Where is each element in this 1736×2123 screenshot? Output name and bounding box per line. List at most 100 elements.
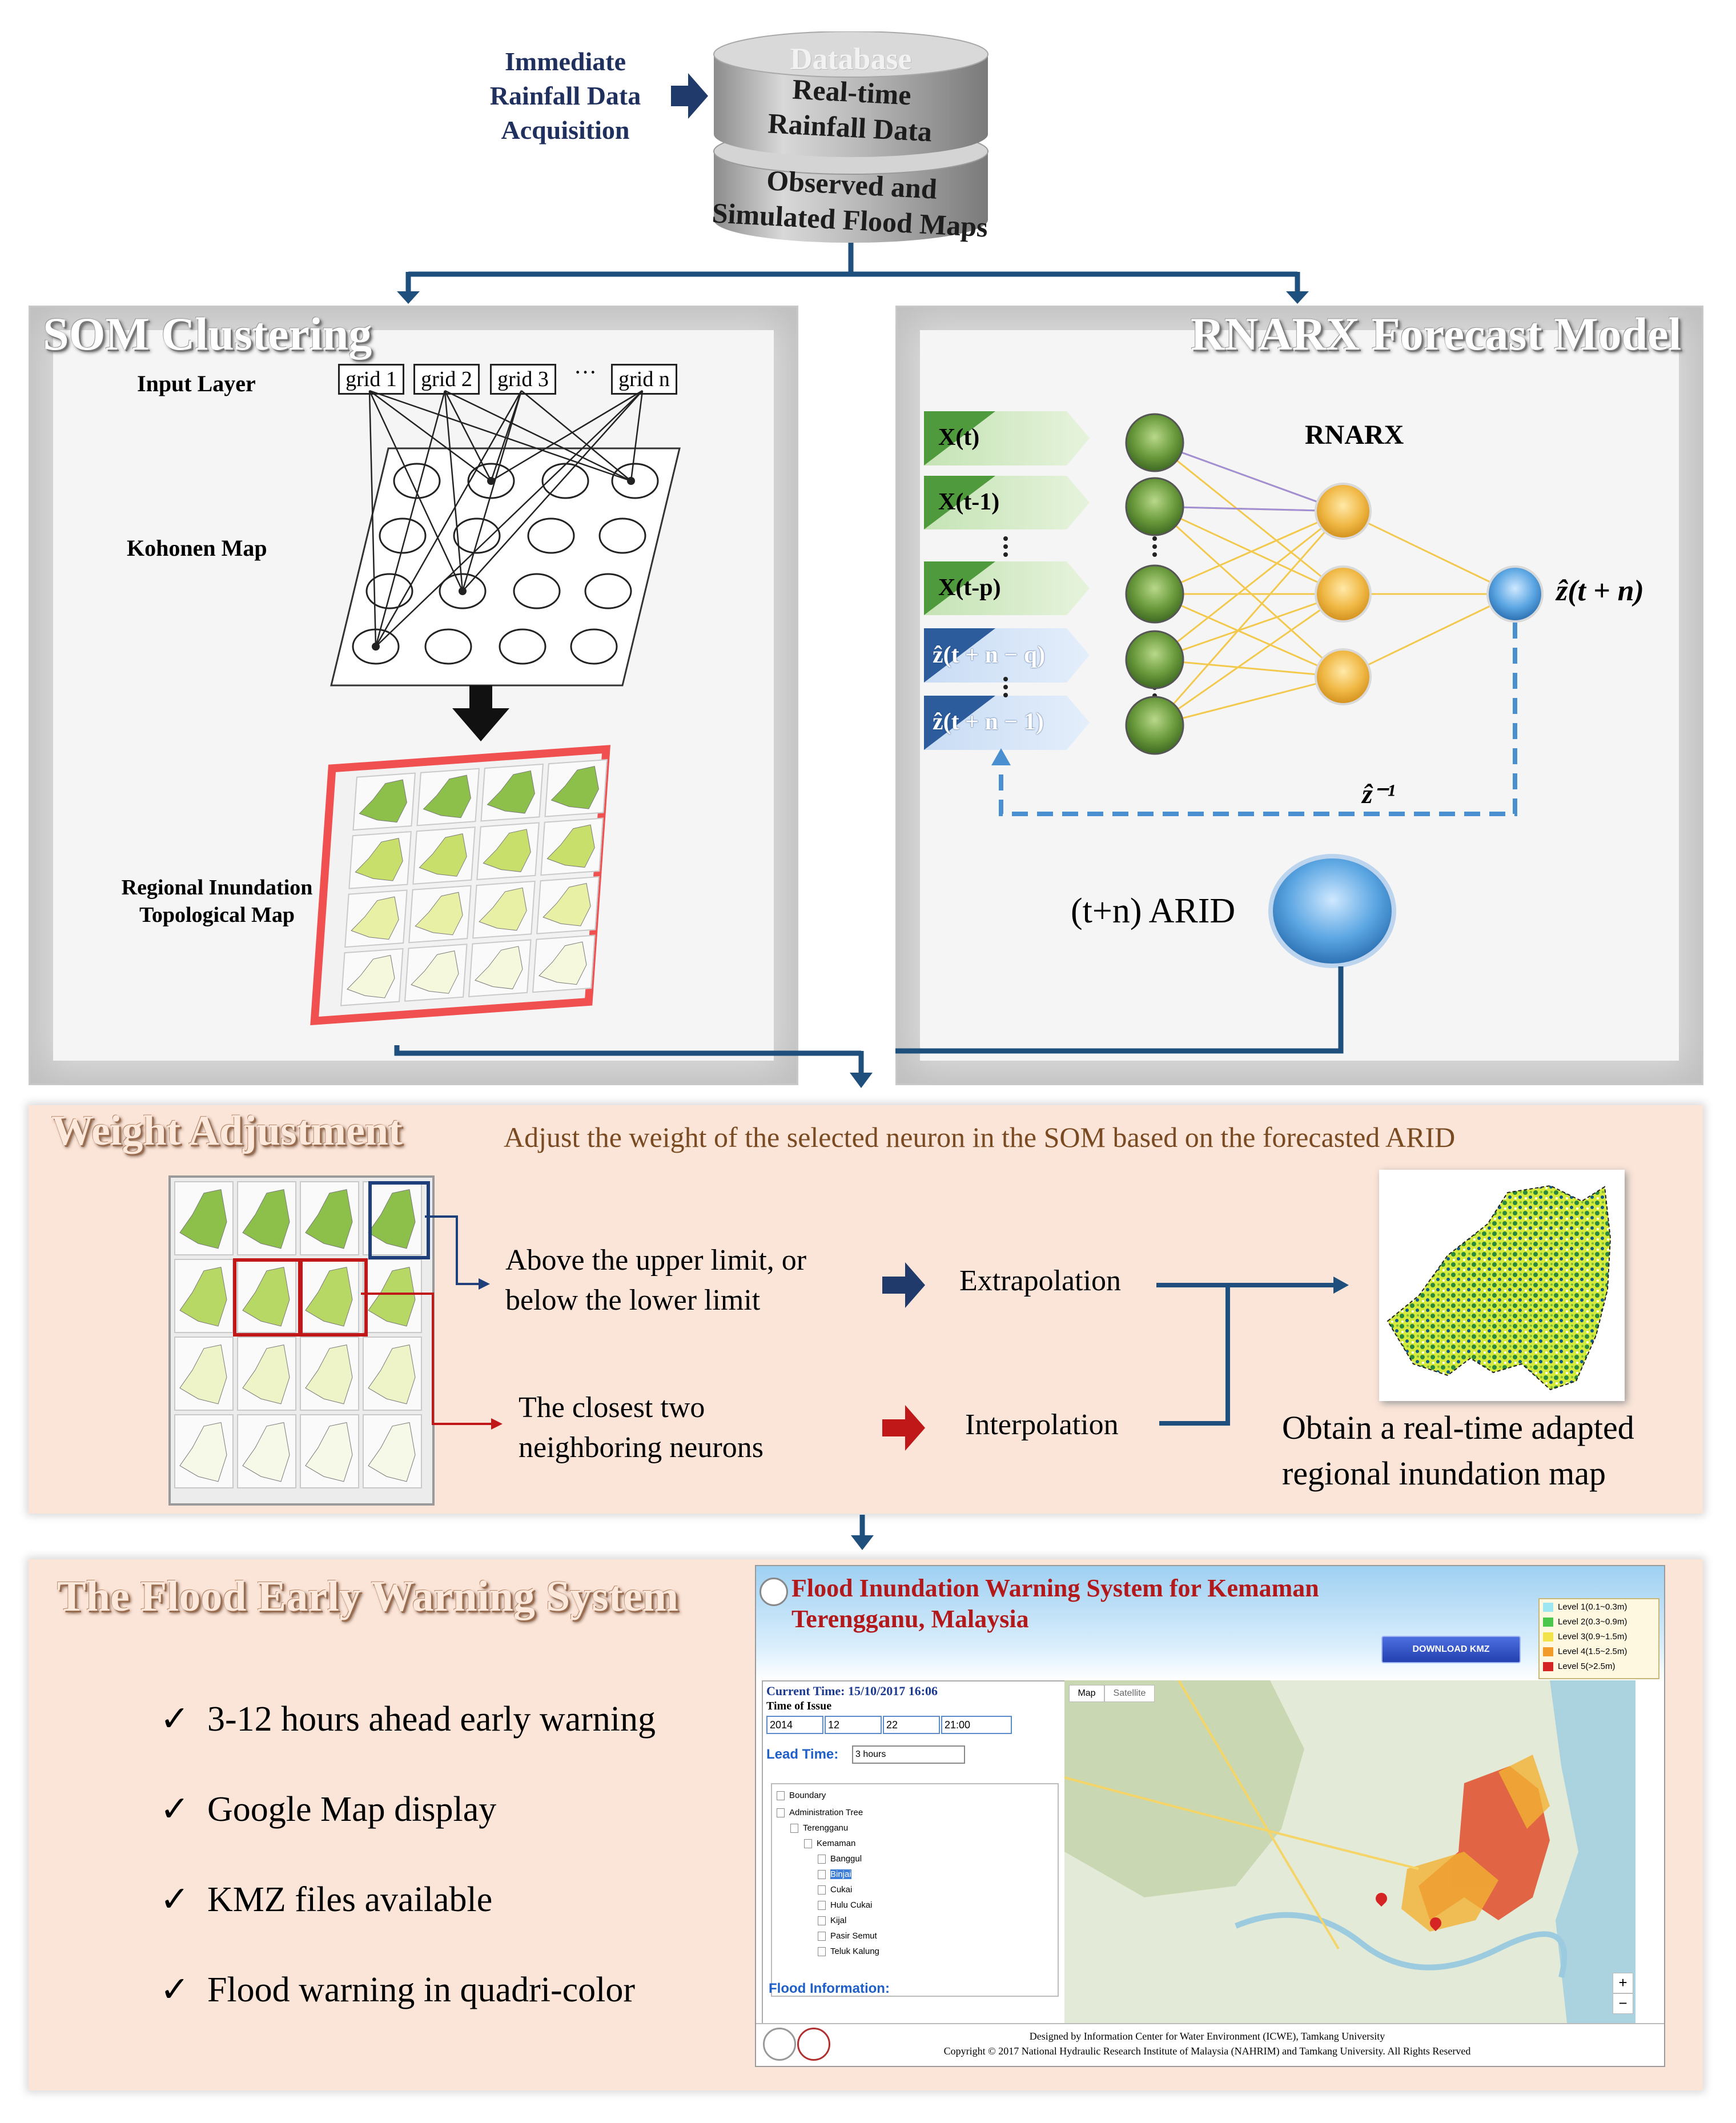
tree-node[interactable]: Hulu Cukai — [818, 1899, 872, 1912]
arid-label: (t+n) ARID — [1071, 892, 1236, 930]
thumbnail-map — [352, 772, 416, 831]
input-z-1: ẑ(t + n − 1) — [933, 709, 1044, 735]
above-limit-text: Above the upper limit, or below the lowe… — [505, 1244, 807, 1317]
thumbnail-map — [344, 889, 408, 948]
download-kmz-button[interactable]: DOWNLOAD KMZ — [1381, 1636, 1521, 1663]
weight-thumbnails — [174, 1181, 425, 1495]
footer-seal-icon — [797, 2028, 830, 2061]
thumbnail-map — [348, 830, 412, 889]
legend-item: Level 4(1.5~2.5m) — [1543, 1645, 1627, 1659]
thumbnail-shape — [368, 1345, 416, 1404]
current-time: Current Time: 15/10/2017 16:06 — [766, 1684, 938, 1698]
tree-node[interactable]: Banggul — [818, 1852, 862, 1866]
thumbnail-shape — [242, 1422, 290, 1482]
obtain-map-text: Obtain a real-time adapted regional inun… — [1282, 1409, 1634, 1492]
select-day[interactable]: 22 — [883, 1716, 940, 1734]
thumbnail-map — [363, 1181, 422, 1255]
time-of-issue-label: Time of Issue — [766, 1700, 832, 1712]
thumbnail-map — [480, 763, 544, 822]
legend-label: Level 5(>2.5m) — [1558, 1662, 1616, 1671]
tree-node-label: Binjai — [830, 1869, 851, 1879]
thumbnail-map — [363, 1337, 422, 1411]
thumbnail-shape — [411, 950, 459, 994]
zoom-in-button[interactable]: + — [1613, 1973, 1633, 1993]
thumbnail-shape — [368, 1189, 416, 1249]
database-top-label: Database — [790, 42, 912, 76]
tree-node[interactable]: Cukai — [818, 1883, 852, 1897]
fews-screenshot: Flood Inundation Warning System for Kema… — [755, 1565, 1665, 2067]
screenshot-logo — [760, 1578, 788, 1606]
thumbnail-shape — [242, 1345, 290, 1404]
file-icon — [818, 1870, 826, 1880]
tree-node[interactable]: Pasir Semut — [818, 1929, 877, 1943]
output-node — [1486, 565, 1544, 623]
top-connectors — [397, 73, 1309, 304]
hidden-nodes — [1315, 483, 1372, 705]
grid-box-n: grid n — [611, 364, 677, 395]
select-hour[interactable]: 21:00 — [941, 1716, 1012, 1734]
thumbnail-shape — [539, 941, 587, 985]
thumbnail-shape — [423, 774, 471, 818]
tree-node[interactable]: Kijal — [818, 1914, 846, 1928]
thumbnail-map — [300, 1181, 359, 1255]
thumbnail-map — [472, 880, 536, 939]
weight-subtitle: Adjust the weight of the selected neuron… — [504, 1121, 1456, 1153]
database-cylinder — [713, 31, 988, 243]
legend-swatch — [1543, 1618, 1553, 1627]
thumbnail-shape — [179, 1189, 227, 1249]
thumbnail-map — [532, 934, 596, 993]
thumbnail-shape — [305, 1345, 353, 1404]
input-z-q: ẑ(t + n − q) — [933, 642, 1046, 668]
thumbnail-map — [340, 948, 404, 1006]
select-year[interactable]: 2014 — [766, 1716, 823, 1734]
tree-node-label: Teluk Kalung — [830, 1947, 879, 1956]
input-nodes — [1125, 413, 1184, 755]
legend-swatch — [1543, 1632, 1553, 1642]
tree-node[interactable]: Teluk Kalung — [818, 1945, 879, 1959]
thumbnail-shape — [550, 765, 599, 809]
tree-node[interactable]: Kemaman — [804, 1837, 855, 1851]
extrapolation-arrow — [882, 1262, 925, 1308]
tree-node[interactable]: Administration Tree — [777, 1806, 863, 1820]
tree-node[interactable]: Terengganu — [790, 1821, 848, 1835]
thumbnail-map — [237, 1414, 296, 1488]
tree-node[interactable]: Binjai — [818, 1868, 851, 1881]
fews-item-2: ✓ Google Map display — [160, 1790, 497, 1829]
rnarx-label: RNARX — [1305, 420, 1404, 450]
rnarx-network — [895, 411, 1544, 1054]
file-icon — [818, 1947, 826, 1957]
thumbnail-map — [237, 1337, 296, 1411]
legend-swatch — [1543, 1647, 1553, 1657]
legend-item: Level 1(0.1~0.3m) — [1543, 1600, 1627, 1614]
rnarx-title: RNARX Forecast Model — [1191, 308, 1682, 360]
zoom-out-button[interactable]: − — [1613, 1993, 1633, 2014]
legend-swatch — [1543, 1662, 1553, 1672]
map-tab-satellite[interactable]: Satellite — [1104, 1685, 1155, 1702]
tree-node-label: Kemaman — [817, 1839, 856, 1848]
select-month[interactable]: 12 — [825, 1716, 882, 1734]
tree-node[interactable]: Boundary — [777, 1789, 826, 1803]
input-bar-z1 — [924, 696, 1090, 750]
interpolation-arrow — [882, 1405, 925, 1451]
tree-node-label: Boundary — [789, 1791, 826, 1800]
rnarx-output-label: ẑ(t + n) — [1556, 575, 1644, 607]
file-icon — [818, 1916, 826, 1926]
fews-item-3: ✓ KMZ files available — [160, 1880, 493, 1919]
map-tab-map[interactable]: Map — [1069, 1685, 1104, 1702]
thumbnail-map — [174, 1181, 234, 1255]
thumbnail-shape — [305, 1189, 353, 1249]
arid-node — [1268, 854, 1396, 968]
input-bar-xtp — [924, 561, 1090, 615]
input-bar-xt — [924, 411, 1090, 465]
fews-item-1: ✓ 3-12 hours ahead early warning — [160, 1700, 656, 1739]
file-icon — [818, 1885, 826, 1895]
split-left-head — [397, 291, 420, 304]
lead-time-select[interactable]: 3 hours — [852, 1745, 965, 1764]
tree-node-label: Banggul — [830, 1854, 862, 1864]
thumbnail-shape — [359, 779, 407, 823]
footer-text: Designed by Information Center for Water… — [943, 2030, 1471, 2057]
tree-node-label: Kijal — [830, 1916, 847, 1925]
thumbnail-map — [300, 1414, 359, 1488]
grid-box-1: grid 1 — [338, 364, 404, 395]
thumbnail-map — [476, 822, 540, 881]
